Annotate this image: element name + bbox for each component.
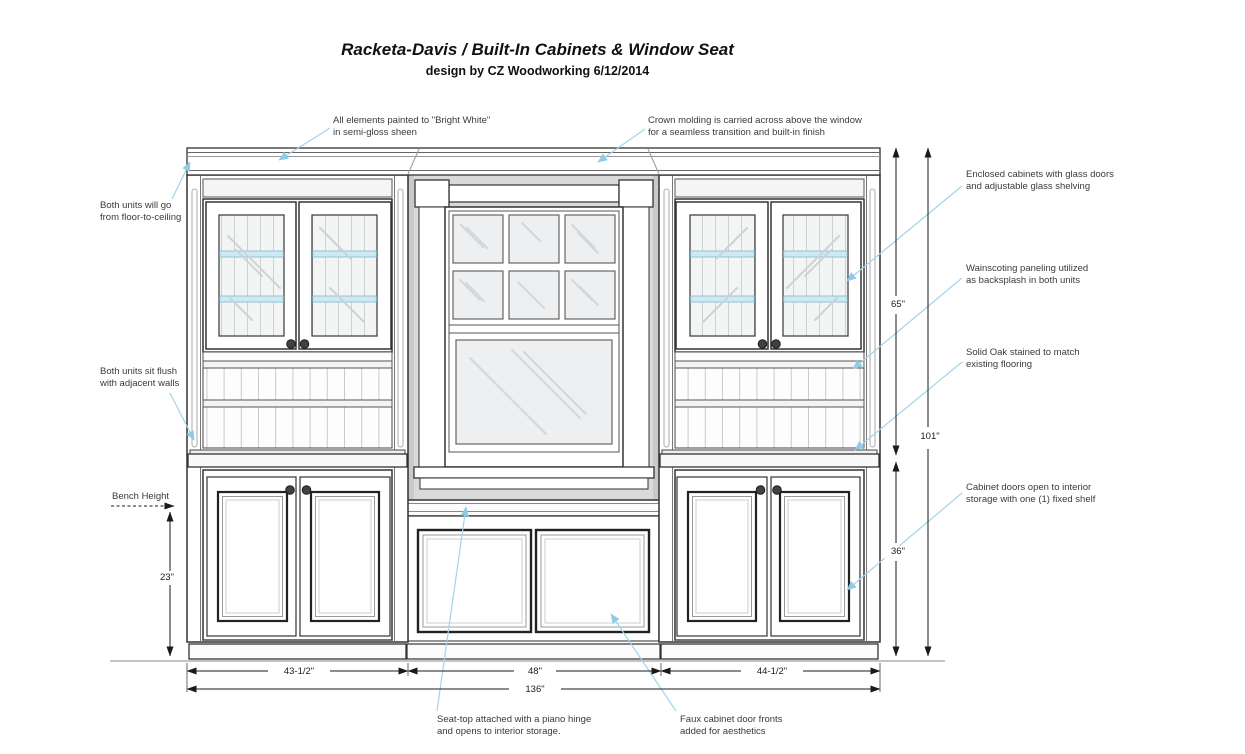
- drawing-subtitle: design by CZ Woodworking 6/12/2014: [425, 64, 650, 78]
- window-section: [405, 174, 662, 660]
- dim-left-unit-width: 43-1/2": [268, 666, 330, 679]
- dim-total-height: 101": [913, 431, 947, 444]
- dim-window-section-width: 48": [514, 666, 556, 679]
- annotation-seat-top: Seat-top attached with a piano hinge and…: [437, 714, 592, 738]
- annotation-enclosed-cabinets: Enclosed cabinets with glass doors and a…: [966, 169, 1114, 193]
- annotation-crown: Crown molding is carried across above th…: [648, 115, 862, 139]
- window: [413, 179, 655, 490]
- upper-sash-lites: [452, 214, 616, 320]
- dim-lower-cabinet-height: 36": [884, 546, 912, 559]
- cabinet-unit-right: [657, 173, 882, 661]
- annotation-floor-to-ceiling: Both units will go from floor-to-ceiling: [100, 200, 182, 224]
- annotation-faux-fronts: Faux cabinet door fronts added for aesth…: [680, 714, 783, 738]
- annotation-solid-oak: Solid Oak stained to match existing floo…: [966, 347, 1080, 371]
- cabinet-unit-left: [185, 173, 410, 661]
- leader-lines: [169, 127, 963, 712]
- dim-total-width: 136": [509, 684, 561, 697]
- crown-molding: [186, 147, 881, 176]
- annotation-cabinet-doors: Cabinet doors open to interior storage w…: [966, 482, 1096, 506]
- drawing-title: Racketa-Davis / Built-In Cabinets & Wind…: [341, 40, 734, 59]
- annotation-wainscoting: Wainscoting paneling utilized as backspl…: [966, 263, 1089, 287]
- dim-bench-height: 23": [152, 572, 182, 585]
- annotation-flush: Both units sit flush with adjacent walls: [100, 366, 180, 390]
- faux-door-fronts: [416, 528, 651, 634]
- dim-upper-cabinet-height: 65": [884, 299, 912, 312]
- dimension-lines: [111, 147, 932, 693]
- window-seat: [405, 499, 662, 660]
- dim-right-unit-width: 44-1/2": [741, 666, 803, 679]
- annotation-paint: All elements painted to "Bright White" i…: [333, 115, 491, 139]
- annotation-bench-height: Bench Height: [112, 491, 170, 502]
